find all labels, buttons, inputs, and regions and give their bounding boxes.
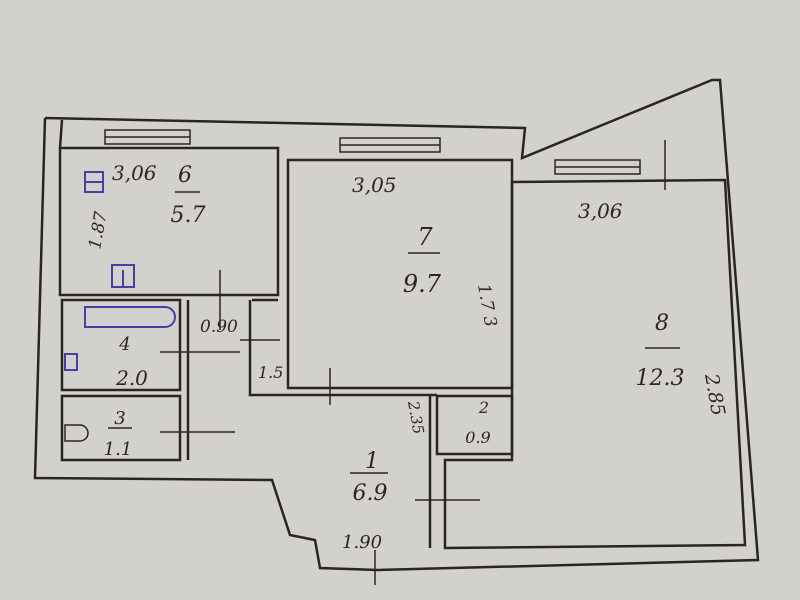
toilet-icon [64,424,89,442]
corridor-side: 1.5 [258,363,283,382]
room-8-area: 12.3 [636,366,685,391]
fixtures [64,171,176,442]
room-7-outline [286,158,514,390]
room-1-number: 1 [365,449,379,474]
bathtub-icon [84,306,176,328]
washbasin-icon [64,353,78,371]
room-7-width: 3,05 [352,173,397,197]
hall-depth: 2.35 [404,399,428,436]
room-8-outline [443,178,747,550]
room-4-outline [60,298,182,392]
room-2-area: 0.9 [465,428,490,447]
room-7-number: 7 [417,223,433,251]
room-7-depth: 1.7 3 [473,282,500,328]
room-3-number: 3 [114,408,125,429]
corridor-width: 0.90 [200,317,238,337]
room-2-number: 2 [478,398,489,417]
room-8-depth: 2.85 [700,371,729,417]
room-6-outline [58,146,280,297]
room-4-number: 4 [118,334,130,355]
room-6-area: 5.7 [171,203,206,228]
room-3-outline [60,394,182,462]
room-8-number: 8 [655,311,669,336]
room-2-outline [435,394,514,456]
room-6-number: 6 [178,163,192,188]
room-7-area: 9.7 [403,270,442,298]
room-6-width: 3,06 [112,161,157,185]
hall-width: 1.90 [342,532,382,553]
room-6-depth: 1.87 [85,210,111,251]
outer-walls [33,78,760,572]
room-labels: 6 5.7 7 9.7 8 12.3 4 2.0 3 1.1 1 6.9 2 0… [104,163,685,506]
room-1-area: 6.9 [353,481,388,506]
room-3-area: 1.1 [104,439,133,460]
windows [104,129,641,175]
room-8-width: 3,06 [578,199,623,223]
corridor-walls [160,140,666,585]
room-4-area: 2.0 [115,366,148,390]
